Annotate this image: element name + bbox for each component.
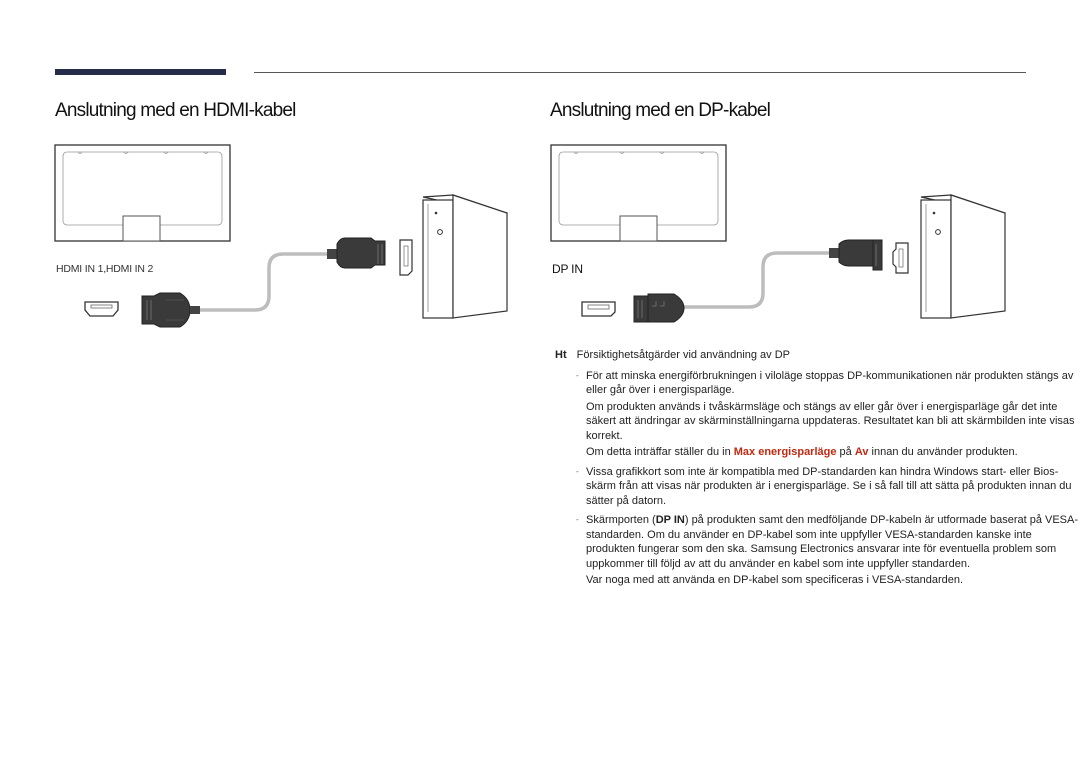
note-paragraph: Vissa grafikkort som inte är kompatibla … [586,465,1072,507]
section-title-hdmi: Anslutning med en HDMI-kabel [55,100,296,121]
monitor-icon [550,144,727,242]
note-marker: Ht [555,349,567,361]
dp-port-icon [581,301,616,317]
hdmi-cable [198,252,329,312]
section-title-dp: Anslutning med en DP-kabel [550,100,771,121]
hdmi-port-icon [84,301,119,317]
dp-port-label: DP IN [552,262,583,276]
hdmi-cable-icon [141,237,386,328]
bullet-icon: ‑ [576,466,579,476]
header-rule [254,72,1026,73]
hdmi-port-label: HDMI IN 1,HDMI IN 2 [56,263,154,275]
header-accent-bar [55,69,226,75]
dp-notes: Ht Försiktighetsåtgärder vid användning a… [555,348,1080,588]
setting-value-highlight: Av [854,446,869,458]
notes-heading-text: Försiktighetsåtgärder vid användning av … [576,349,791,361]
dp-cable [683,251,831,309]
pc-tower-icon [892,194,1007,319]
note-paragraph: Om detta inträffar ställer du in Max ene… [586,446,1018,458]
note-paragraph: För att minska energiförbrukningen i vil… [586,369,1074,397]
note-paragraph: Skärmporten (DP IN) på produkten samt de… [586,514,1079,570]
note-item: ‑ För att minska energiförbrukningen i v… [555,369,1080,460]
pc-tower-icon [399,194,509,319]
notes-heading: Ht Försiktighetsåtgärder vid användning a… [555,348,1080,363]
bullet-icon: ‑ [576,515,579,524]
note-paragraph: Om produkten används i tvåskärmsläge och… [586,400,1075,442]
monitor-icon [54,144,231,242]
note-item: ‑ Skärmporten (DP IN) på produkten samt … [555,513,1080,588]
setting-name-highlight: Max energisparläge [733,446,837,458]
note-paragraph: Var noga med att använda en DP-kabel som… [586,574,964,586]
note-item: ‑ Vissa grafikkort som inte är kompatibl… [555,465,1080,509]
bullet-icon: ‑ [576,370,579,380]
dp-cable-icon [633,239,883,323]
port-name-bold: DP IN [655,514,685,526]
